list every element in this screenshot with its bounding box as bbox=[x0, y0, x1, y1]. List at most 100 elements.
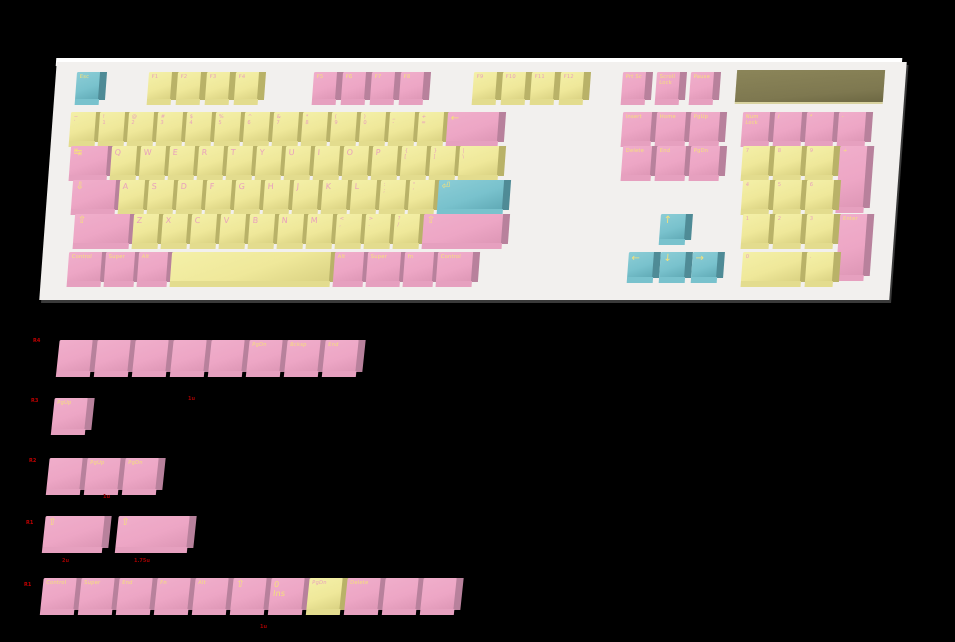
keycap-ref-R2-0[interactable] bbox=[45, 458, 90, 495]
keycap-ref-R1b-2[interactable]: End bbox=[115, 578, 160, 615]
keycap-zxcv-row-12[interactable]: ↑ bbox=[658, 214, 693, 245]
keycap-qwerty-row-9[interactable]: O bbox=[341, 146, 377, 181]
keycap-qwerty-row-17[interactable]: 7 bbox=[740, 146, 778, 181]
keycap-qwerty-row-7[interactable]: U bbox=[283, 146, 319, 181]
keycap-qwerty-row-8[interactable]: I bbox=[312, 146, 348, 181]
keycap-bottom-row-12[interactable]: . bbox=[804, 252, 842, 287]
keycap-function-row-2[interactable]: F2 bbox=[175, 72, 209, 105]
keycap-home-row-8[interactable]: K bbox=[320, 180, 356, 215]
keycap-home-row-1[interactable]: A bbox=[117, 180, 153, 215]
keycap-home-row-11[interactable]: " ' bbox=[407, 180, 443, 215]
keycap-ref-R1b-0[interactable]: Control bbox=[39, 578, 84, 615]
keycap-zxcv-row-0[interactable]: ⇧ bbox=[72, 214, 138, 249]
keycap-home-row-13[interactable]: 4 bbox=[740, 180, 778, 215]
keycap-function-row-9[interactable]: F9 bbox=[471, 72, 505, 105]
keycap-number-row-18[interactable]: / bbox=[772, 112, 810, 147]
keycap-qwerty-row-1[interactable]: Q bbox=[109, 146, 145, 181]
keycap-function-row-3[interactable]: F3 bbox=[204, 72, 238, 105]
keycap-ref-R1b-7[interactable]: PgDn bbox=[305, 578, 350, 615]
keycap-number-row-19[interactable]: * bbox=[804, 112, 842, 147]
keycap-bottom-row-2[interactable]: Alt bbox=[136, 252, 176, 287]
keycap-number-row-7[interactable]: & 7 bbox=[271, 112, 307, 147]
keycap-home-row-3[interactable]: D bbox=[175, 180, 211, 215]
keycap-function-row-11[interactable]: F11 bbox=[529, 72, 563, 105]
keycap-number-row-16[interactable]: PgUp bbox=[688, 112, 728, 147]
keycap-qwerty-row-15[interactable]: End bbox=[654, 146, 694, 181]
keycap-home-row-5[interactable]: G bbox=[233, 180, 269, 215]
keycap-bottom-row-6[interactable]: fn bbox=[402, 252, 442, 287]
keycap-qwerty-row-6[interactable]: Y bbox=[254, 146, 290, 181]
keycap-ref-R1-1[interactable]: ⇧ bbox=[114, 516, 197, 553]
keycap-zxcv-row-4[interactable]: V bbox=[218, 214, 254, 249]
keycap-qwerty-row-12[interactable]: } ] bbox=[428, 146, 464, 181]
keycap-number-row-11[interactable]: _ - bbox=[387, 112, 423, 147]
keycap-qwerty-row-0[interactable]: ↹ bbox=[68, 146, 116, 181]
keycap-number-row-12[interactable]: + = bbox=[416, 112, 452, 147]
keycap-bottom-row-5[interactable]: Super bbox=[365, 252, 409, 287]
keycap-function-row-14[interactable]: Scroll Lock bbox=[654, 72, 688, 105]
keycap-home-row-7[interactable]: J bbox=[291, 180, 327, 215]
keycap-ref-R1-0[interactable]: ⇧ bbox=[41, 516, 112, 553]
keycap-function-row-13[interactable]: Prt Sc bbox=[620, 72, 654, 105]
keycap-qwerty-row-20[interactable]: + bbox=[835, 146, 875, 213]
keycap-qwerty-row-18[interactable]: 8 bbox=[772, 146, 810, 181]
keycap-number-row-15[interactable]: Home bbox=[654, 112, 694, 147]
keycap-number-row-5[interactable]: % 5 bbox=[213, 112, 249, 147]
keycap-qwerty-row-5[interactable]: T bbox=[225, 146, 261, 181]
keycap-bottom-row-3[interactable] bbox=[169, 252, 339, 287]
keycap-function-row-10[interactable]: F10 bbox=[500, 72, 534, 105]
keycap-zxcv-row-9[interactable]: > . bbox=[363, 214, 399, 249]
keycap-function-row-5[interactable]: F5 bbox=[311, 72, 345, 105]
keycap-zxcv-row-7[interactable]: M bbox=[305, 214, 341, 249]
keycap-ref-R2-1[interactable]: PgUp bbox=[83, 458, 128, 495]
keycap-home-row-4[interactable]: F bbox=[204, 180, 240, 215]
keycap-qwerty-row-4[interactable]: R bbox=[196, 146, 232, 181]
keycap-home-row-10[interactable]: : ; bbox=[378, 180, 414, 215]
keycap-ref-R1b-3[interactable]: Fn bbox=[153, 578, 198, 615]
keycap-number-row-13[interactable]: ← bbox=[445, 112, 507, 147]
keycap-zxcv-row-11[interactable]: ⇧ bbox=[421, 214, 511, 249]
keycap-qwerty-row-16[interactable]: PgDn bbox=[688, 146, 728, 181]
keycap-number-row-3[interactable]: # 3 bbox=[155, 112, 191, 147]
keycap-bottom-row-9[interactable]: ↓ bbox=[658, 252, 693, 283]
keycap-number-row-8[interactable]: * 8 bbox=[300, 112, 336, 147]
keycap-ref-R4-0[interactable] bbox=[55, 340, 100, 377]
keycap-bottom-row-10[interactable]: → bbox=[690, 252, 725, 283]
keycap-ref-R1b-1[interactable]: Super bbox=[77, 578, 122, 615]
keycap-qwerty-row-11[interactable]: { [ bbox=[399, 146, 435, 181]
keycap-function-row-8[interactable]: F8 bbox=[398, 72, 432, 105]
keycap-ref-R2-2[interactable]: PgDn bbox=[121, 458, 166, 495]
keycap-ref-R1b-5[interactable]: ⇧ bbox=[229, 578, 274, 615]
keycap-ref-R4-2[interactable] bbox=[131, 340, 176, 377]
keycap-zxcv-row-14[interactable]: 2 bbox=[772, 214, 810, 249]
keycap-number-row-17[interactable]: Num Lock bbox=[740, 112, 778, 147]
keycap-function-row-0[interactable]: Esc bbox=[74, 72, 108, 105]
keycap-bottom-row-7[interactable]: Control bbox=[435, 252, 481, 287]
keycap-home-row-9[interactable]: L bbox=[349, 180, 385, 215]
keycap-function-row-12[interactable]: F12 bbox=[558, 72, 592, 105]
keycap-home-row-2[interactable]: S bbox=[146, 180, 182, 215]
keycap-ref-R4-5[interactable]: PgDn bbox=[245, 340, 290, 377]
keycap-zxcv-row-15[interactable]: 3 bbox=[804, 214, 842, 249]
keycap-ref-R4-3[interactable] bbox=[169, 340, 214, 377]
keycap-zxcv-row-1[interactable]: Z bbox=[131, 214, 167, 249]
keycap-bottom-row-0[interactable]: Control bbox=[66, 252, 110, 287]
keycap-qwerty-row-14[interactable]: Delete bbox=[620, 146, 660, 181]
keycap-bottom-row-1[interactable]: Super bbox=[103, 252, 143, 287]
keycap-function-row-1[interactable]: F1 bbox=[146, 72, 180, 105]
keycap-function-row-7[interactable]: F7 bbox=[369, 72, 403, 105]
keycap-qwerty-row-13[interactable]: | \ bbox=[457, 146, 507, 181]
keycap-ref-R4-6[interactable]: Bcksp bbox=[283, 340, 328, 377]
keycap-number-row-4[interactable]: $ 4 bbox=[184, 112, 220, 147]
keycap-zxcv-row-8[interactable]: < , bbox=[334, 214, 370, 249]
keycap-bottom-row-11[interactable]: 0 bbox=[740, 252, 810, 287]
keycap-ref-R1b-8[interactable]: Delete bbox=[343, 578, 388, 615]
keycap-ref-R4-4[interactable] bbox=[207, 340, 252, 377]
keycap-bottom-row-8[interactable]: ← bbox=[626, 252, 661, 283]
keycap-number-row-9[interactable]: ( 9 bbox=[329, 112, 365, 147]
keycap-ref-R1b-6[interactable]: 0 Ins bbox=[267, 578, 312, 615]
keycap-number-row-14[interactable]: Insert bbox=[620, 112, 660, 147]
keycap-ref-R3-0[interactable]: PgUp bbox=[50, 398, 95, 435]
keycap-bottom-row-4[interactable]: Alt bbox=[332, 252, 372, 287]
keycap-zxcv-row-5[interactable]: B bbox=[247, 214, 283, 249]
